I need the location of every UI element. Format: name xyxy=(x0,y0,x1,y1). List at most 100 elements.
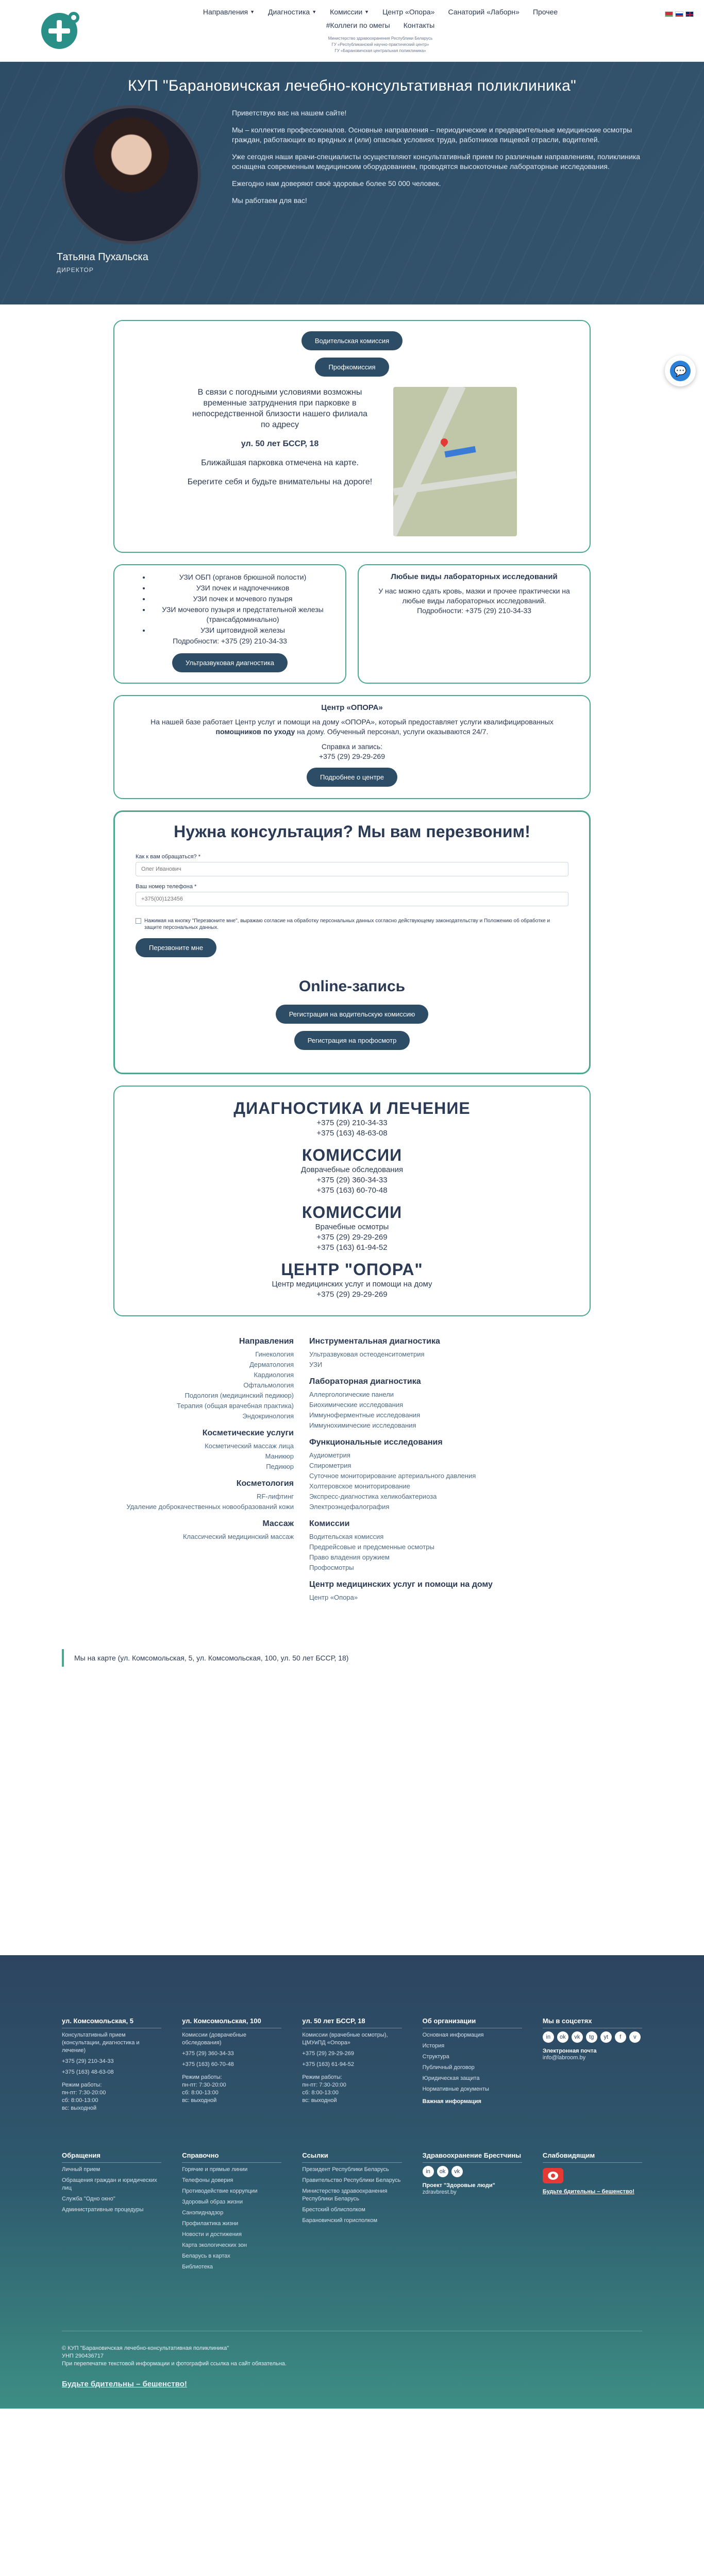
footer-phone[interactable]: +375 (163) 60-70-48 xyxy=(182,2061,234,2067)
contacts-commissions-phone-1[interactable]: +375 (29) 360-34-33 xyxy=(316,1176,388,1184)
footer-link[interactable]: Брестский облисполком xyxy=(302,2207,365,2213)
service-item[interactable]: Предрейсовые и предсменные осмотры xyxy=(309,1543,434,1551)
lang-ru-icon[interactable] xyxy=(675,11,683,17)
rabies-warning[interactable]: Будьте бдительны – бешенство! xyxy=(542,2189,634,2195)
phone-input[interactable] xyxy=(136,892,568,906)
social-v-icon[interactable]: v xyxy=(629,2031,641,2043)
service-category[interactable]: Лабораторная диагностика xyxy=(309,1377,421,1386)
contacts-opora-phone[interactable]: +375 (29) 29-29-269 xyxy=(316,1290,388,1299)
footer-link[interactable]: Беларусь в картах xyxy=(182,2253,230,2259)
service-category[interactable]: Косметология xyxy=(236,1479,294,1488)
service-item[interactable]: Удаление доброкачественных новообразован… xyxy=(126,1503,294,1511)
service-item[interactable]: Иммунохимические исследования xyxy=(309,1421,416,1429)
footer-link[interactable]: Основная информация xyxy=(422,2032,484,2038)
nav-item[interactable]: Комиссии▼ xyxy=(330,8,369,16)
social-tg-icon[interactable]: tg xyxy=(585,2031,597,2043)
name-input[interactable] xyxy=(136,862,568,876)
service-item[interactable]: Педикюр xyxy=(266,1463,294,1470)
footer-project-link[interactable]: zdravbrest.by xyxy=(422,2189,457,2195)
footer-link[interactable]: Профилактика жизни xyxy=(182,2221,239,2227)
social-f-icon[interactable]: f xyxy=(614,2031,626,2043)
contacts-commissions-phone-2[interactable]: +375 (163) 60-70-48 xyxy=(316,1186,388,1195)
footer-link[interactable]: Административные процедуры xyxy=(62,2207,144,2213)
online-driver-button[interactable]: Регистрация на водительскую комиссию xyxy=(275,1005,429,1024)
service-item[interactable]: Профосмотры xyxy=(309,1564,354,1571)
lang-by-icon[interactable] xyxy=(665,11,673,17)
clinic-logo[interactable] xyxy=(41,11,79,49)
footer-phone[interactable]: +375 (29) 210-34-33 xyxy=(62,2058,114,2064)
service-item[interactable]: RF-лифтинг xyxy=(256,1493,294,1500)
nav-item[interactable]: #Коллеги по омегы xyxy=(326,21,390,29)
footer-project-title[interactable]: Проект "Здоровые люди" xyxy=(422,2182,495,2189)
service-category[interactable]: Инструментальная диагностика xyxy=(309,1337,440,1346)
social-in-icon[interactable]: in xyxy=(542,2031,554,2043)
service-item[interactable]: Подология (медицинский педикюр) xyxy=(185,1392,294,1399)
contacts-diagnostics-phone-1[interactable]: +375 (29) 210-34-33 xyxy=(316,1118,388,1127)
footer-link[interactable]: Правительство Республики Беларусь xyxy=(302,2177,401,2183)
nav-item[interactable]: Прочее xyxy=(533,8,558,16)
service-category[interactable]: Функциональные исследования xyxy=(309,1438,443,1447)
nav-item[interactable]: Центр «Опора» xyxy=(382,8,434,16)
footer-phone[interactable]: +375 (163) 48-63-08 xyxy=(62,2069,114,2075)
chat-widget-button[interactable]: 💬 xyxy=(665,355,696,386)
service-item[interactable]: Биохимические исследования xyxy=(309,1401,404,1409)
service-item[interactable]: Классический медицинский массаж xyxy=(182,1533,294,1540)
nav-item[interactable]: Санаторий «Лаборн» xyxy=(448,8,519,16)
parking-map[interactable] xyxy=(393,387,517,536)
footer-link[interactable]: Карта экологических зон xyxy=(182,2242,247,2248)
contacts-exams-phone-1[interactable]: +375 (29) 29-29-269 xyxy=(316,1233,388,1242)
social-yt-icon[interactable]: yt xyxy=(600,2031,612,2043)
service-item[interactable]: Холтеровское мониторирование xyxy=(309,1482,410,1490)
service-category[interactable]: Направления xyxy=(239,1337,294,1346)
footer-link[interactable]: Горячие и прямые линии xyxy=(182,2166,248,2173)
contacts-exams-phone-2[interactable]: +375 (163) 61-94-52 xyxy=(316,1243,388,1252)
social-ok-icon[interactable]: ok xyxy=(437,2166,448,2177)
service-item[interactable]: Электроэнцефалография xyxy=(309,1503,390,1511)
service-item[interactable]: Косметический массаж лица xyxy=(205,1442,294,1450)
social-in-icon[interactable]: in xyxy=(422,2166,434,2177)
service-item[interactable]: Офтальмология xyxy=(243,1381,294,1389)
footer-link[interactable]: Противодействие коррупции xyxy=(182,2188,258,2194)
footer-link[interactable]: Обращения граждан и юридических лиц xyxy=(62,2177,157,2191)
footer-link[interactable]: Юридическая защита xyxy=(422,2075,480,2081)
rabies-warning-link[interactable]: Будьте бдительны – бешенство! xyxy=(62,2380,187,2388)
footer-phone[interactable]: +375 (29) 360-34-33 xyxy=(182,2050,234,2057)
nav-item[interactable]: Контакты xyxy=(403,21,435,29)
service-item[interactable]: Маникюр xyxy=(265,1452,294,1460)
service-category[interactable]: Массаж xyxy=(262,1519,294,1528)
footer-link[interactable]: Личный прием xyxy=(62,2166,100,2173)
service-item[interactable]: Водительская комиссия xyxy=(309,1533,384,1540)
footer-link[interactable]: Библиотека xyxy=(182,2264,213,2270)
service-item[interactable]: УЗИ xyxy=(309,1361,323,1368)
social-vk-icon[interactable]: vk xyxy=(451,2166,463,2177)
service-item[interactable]: Кардиология xyxy=(254,1371,294,1379)
service-category[interactable]: Косметические услуги xyxy=(202,1429,294,1437)
service-item[interactable]: Право владения оружием xyxy=(309,1553,390,1561)
opora-details-button[interactable]: Подробнее о центре xyxy=(307,768,397,787)
footer-link[interactable]: Министерство здравоохранения Республики … xyxy=(302,2188,388,2202)
service-category[interactable]: Комиссии xyxy=(309,1519,350,1528)
lang-en-icon[interactable] xyxy=(685,11,694,17)
footer-link[interactable]: Структура xyxy=(422,2054,449,2060)
service-category[interactable]: Центр медицинских услуг и помощи на дому xyxy=(309,1580,493,1589)
contacts-diagnostics-phone-2[interactable]: +375 (163) 48-63-08 xyxy=(316,1129,388,1138)
driver-commission-button[interactable]: Водительская комиссия xyxy=(301,331,403,350)
footer-link[interactable]: Новости и достижения xyxy=(182,2231,242,2238)
online-prof-button[interactable]: Регистрация на профосмотр xyxy=(294,1031,410,1050)
service-item[interactable]: Спирометрия xyxy=(309,1462,351,1469)
service-item[interactable]: Терапия (общая врачебная практика) xyxy=(177,1402,294,1410)
service-item[interactable]: Дерматология xyxy=(249,1361,294,1368)
footer-link[interactable]: Санэпиднадзор xyxy=(182,2210,224,2216)
service-item[interactable]: Иммуноферментные исследования xyxy=(309,1411,421,1419)
low-vision-icon[interactable] xyxy=(542,2168,563,2183)
service-item[interactable]: Эндокринология xyxy=(242,1412,294,1420)
nav-item[interactable]: Диагностика▼ xyxy=(268,8,316,16)
email-link[interactable]: info@labroom.by xyxy=(542,2055,586,2061)
footer-phone[interactable]: +375 (163) 61-94-52 xyxy=(302,2061,355,2067)
service-item[interactable]: Гинекология xyxy=(255,1350,294,1358)
callback-submit-button[interactable]: Перезвоните мне xyxy=(136,938,217,957)
social-ok-icon[interactable]: ok xyxy=(557,2031,568,2043)
footer-link[interactable]: Барановичский горисполком xyxy=(302,2217,378,2224)
footer-important-info[interactable]: Важная информация xyxy=(422,2098,481,2105)
footer-link[interactable]: Служба "Одно окно" xyxy=(62,2196,115,2202)
